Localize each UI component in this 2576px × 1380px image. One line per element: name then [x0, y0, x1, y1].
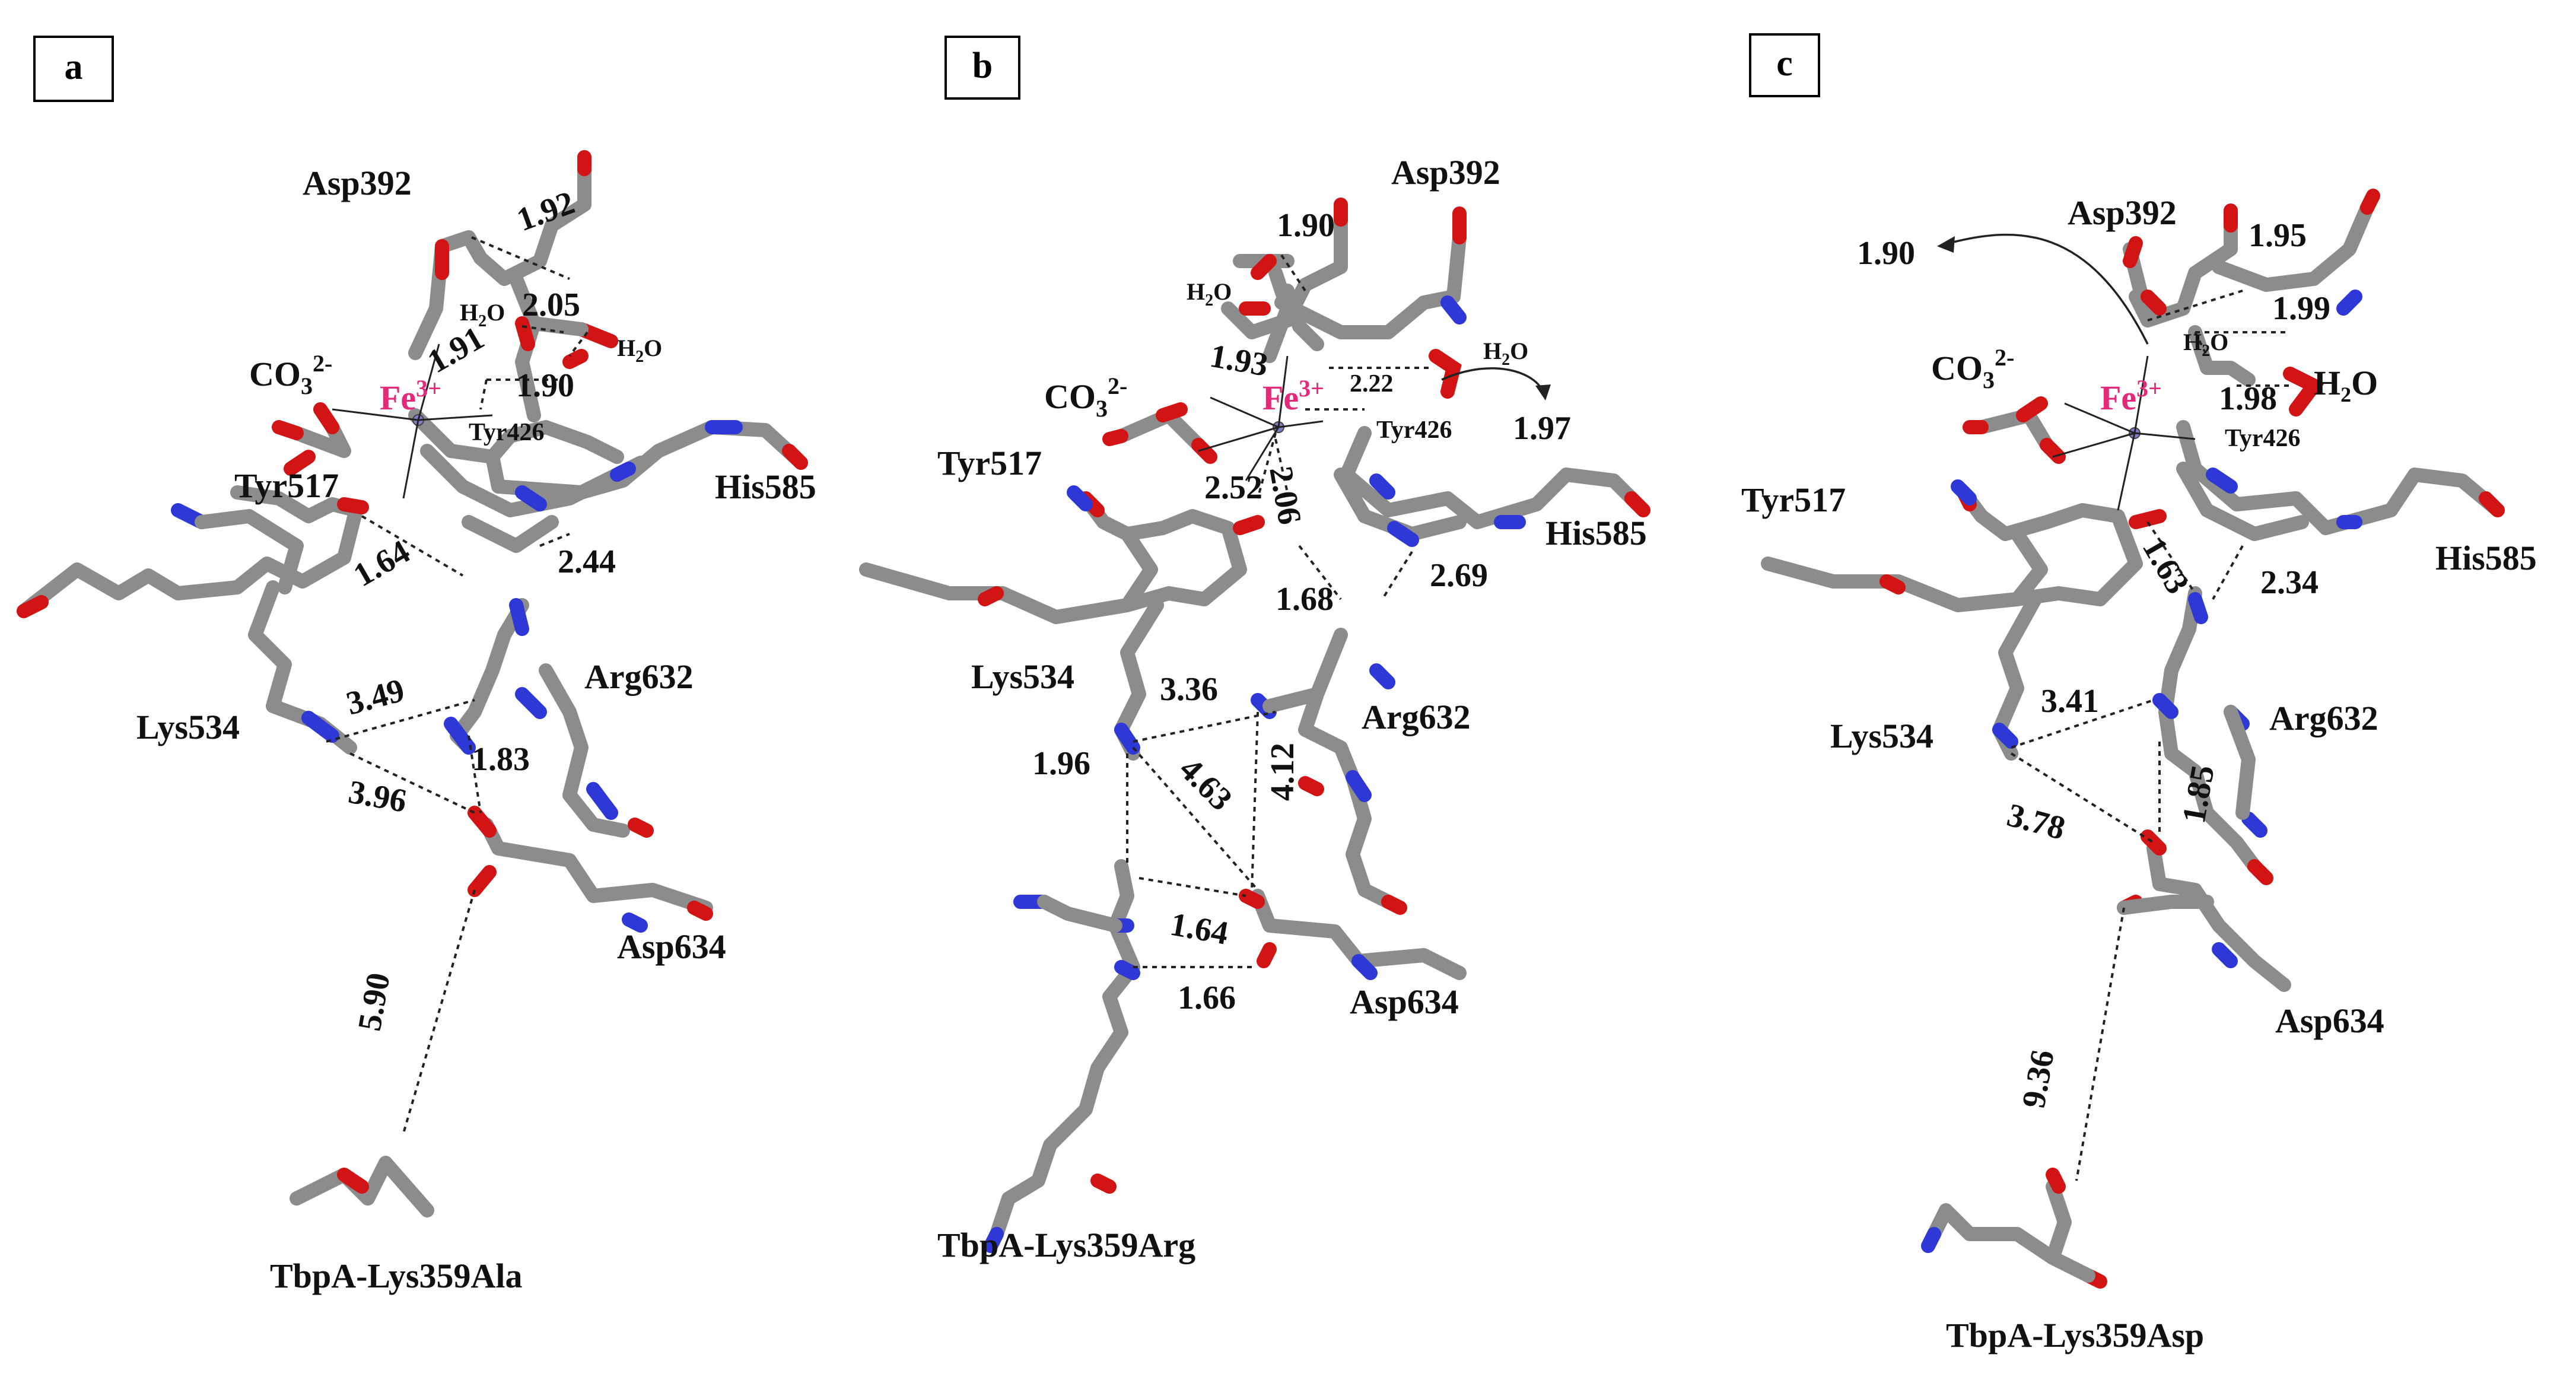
- panel-a-carbonate: CO32-: [249, 350, 332, 399]
- panel-a-sticks: [17, 150, 808, 1217]
- panel-c-d3: 1.99: [2272, 290, 2330, 327]
- panel-a-d10: 5.90: [351, 970, 397, 1034]
- panel-c-d9: 3.78: [2003, 797, 2069, 847]
- panel-b-d2: 1.93: [1207, 338, 1271, 384]
- panel-c-d2: 1.95: [2249, 217, 2307, 254]
- panel-c-arg632: Arg632: [2269, 699, 2378, 737]
- panel-a-hbonds: [326, 236, 589, 1134]
- panel-a-arg632: Arg632: [584, 657, 694, 696]
- panel-c-title: TbpA-Lys359Asp: [1946, 1316, 2204, 1354]
- panel-c-iron: Fe3+: [2100, 375, 2162, 417]
- panel-c-asp634: Asp634: [2275, 1001, 2384, 1040]
- panel-b-d4: 1.97: [1513, 410, 1571, 447]
- panel-a-water-1: H2O: [460, 299, 505, 330]
- panel-a-box: [33, 36, 114, 102]
- panel-b-coordination: [1198, 355, 1324, 481]
- panel-c-water-2: H2O: [2314, 364, 2378, 406]
- panel-b-title: TbpA-Lys359Arg: [937, 1226, 1195, 1264]
- panel-c-carbonate: CO32-: [1931, 344, 2014, 393]
- panel-c-sticks: [1761, 189, 2505, 1289]
- panel-b-d1: 1.90: [1277, 207, 1335, 244]
- panel-b-d12: 4.12: [1264, 743, 1301, 801]
- panel-a-iron: Fe3+: [380, 375, 441, 417]
- panel-b-arg632: Arg632: [1362, 698, 1471, 736]
- panel-c-asp392: Asp392: [2068, 193, 2177, 232]
- panel-a-tyr426: Tyr426: [469, 419, 545, 446]
- panel-c-d7: 3.41: [2041, 683, 2099, 720]
- panel-a-d2: 2.05: [522, 287, 580, 323]
- panel-b-d5: 2.52: [1204, 469, 1262, 506]
- panel-a-d6: 2.44: [558, 543, 616, 580]
- panel-c-water-1: H2O: [2183, 329, 2228, 360]
- panel-c-box: [1749, 33, 1820, 97]
- panel-c-d6: 2.34: [2260, 564, 2319, 601]
- panel-b-arc-arrow: [1441, 367, 1544, 392]
- panel-b-d3: 2.22: [1350, 370, 1394, 398]
- panel-b-lys534: Lys534: [971, 657, 1074, 696]
- panel-c-d10: 9.36: [2015, 1047, 2062, 1111]
- panel-b-his585: His585: [1545, 514, 1647, 552]
- panel-b-d7: 1.68: [1276, 581, 1334, 618]
- panel-c-tyr517: Tyr517: [1741, 481, 1846, 519]
- panel-c-arrowhead: [1937, 236, 1955, 253]
- panel-a-asp392: Asp392: [303, 164, 412, 202]
- panel-a-his585: His585: [715, 468, 816, 506]
- panel-a-asp634: Asp634: [617, 927, 726, 966]
- panel-a: a: [17, 36, 816, 1295]
- panel-a-tyr517: Tyr517: [234, 466, 339, 505]
- panel-c-arc-arrow: [1948, 233, 2149, 345]
- panel-c-d4: 1.98: [2219, 380, 2277, 417]
- panel-a-d9: 3.96: [346, 774, 409, 820]
- panel-a-lys534: Lys534: [136, 708, 240, 746]
- panel-c-letter: c: [1776, 43, 1793, 84]
- panel-b-hbonds: [1126, 254, 1430, 968]
- panel-b-water-1: H2O: [1187, 278, 1232, 310]
- panel-b: b: [859, 36, 1650, 1264]
- panel-b-water-2: H2O: [1483, 338, 1528, 369]
- panel-b-letter: b: [972, 46, 993, 86]
- panel-a-d1: 1.92: [512, 184, 579, 239]
- panel-a-d8: 1.83: [472, 741, 530, 778]
- panel-b-d8: 2.69: [1430, 557, 1488, 594]
- panel-b-tyr426: Tyr426: [1376, 416, 1452, 444]
- panel-a-d4: 1.90: [516, 367, 574, 404]
- panel-c: c: [1741, 33, 2537, 1354]
- panel-b-d14: 1.66: [1178, 980, 1236, 1016]
- panel-a-water-2: H2O: [617, 335, 662, 366]
- panel-b-iron: Fe3+: [1262, 375, 1324, 417]
- panel-c-lys534: Lys534: [1830, 717, 1933, 755]
- panel-b-d13: 1.64: [1168, 906, 1231, 952]
- panel-c-his585: His585: [2435, 539, 2537, 577]
- panel-a-d7: 3.49: [342, 672, 408, 722]
- panel-c-tyr426: Tyr426: [2225, 425, 2301, 452]
- panel-c-hbonds: [2010, 290, 2290, 1181]
- panel-b-asp392: Asp392: [1391, 153, 1500, 192]
- panel-a-letter: a: [65, 47, 83, 87]
- panel-a-title: TbpA-Lys359Ala: [270, 1257, 522, 1295]
- panel-b-d10: 1.96: [1032, 745, 1090, 782]
- panel-b-d9: 3.36: [1160, 671, 1218, 708]
- panel-b-sticks: [859, 198, 1650, 1253]
- panel-b-tyr517: Tyr517: [937, 444, 1042, 482]
- panel-c-d5: 1.63: [2135, 532, 2196, 600]
- panel-c-coordination: [2052, 355, 2196, 511]
- panel-b-carbonate: CO32-: [1044, 373, 1127, 422]
- panel-b-arrowhead: [1535, 384, 1551, 400]
- panel-b-d11: 4.63: [1172, 751, 1239, 818]
- panel-b-d6: 2.06: [1262, 463, 1308, 527]
- panel-b-asp634: Asp634: [1350, 982, 1459, 1021]
- panel-c-d1: 1.90: [1857, 235, 1915, 272]
- panel-a-coordination: [332, 344, 493, 499]
- panel-b-box: [944, 36, 1020, 100]
